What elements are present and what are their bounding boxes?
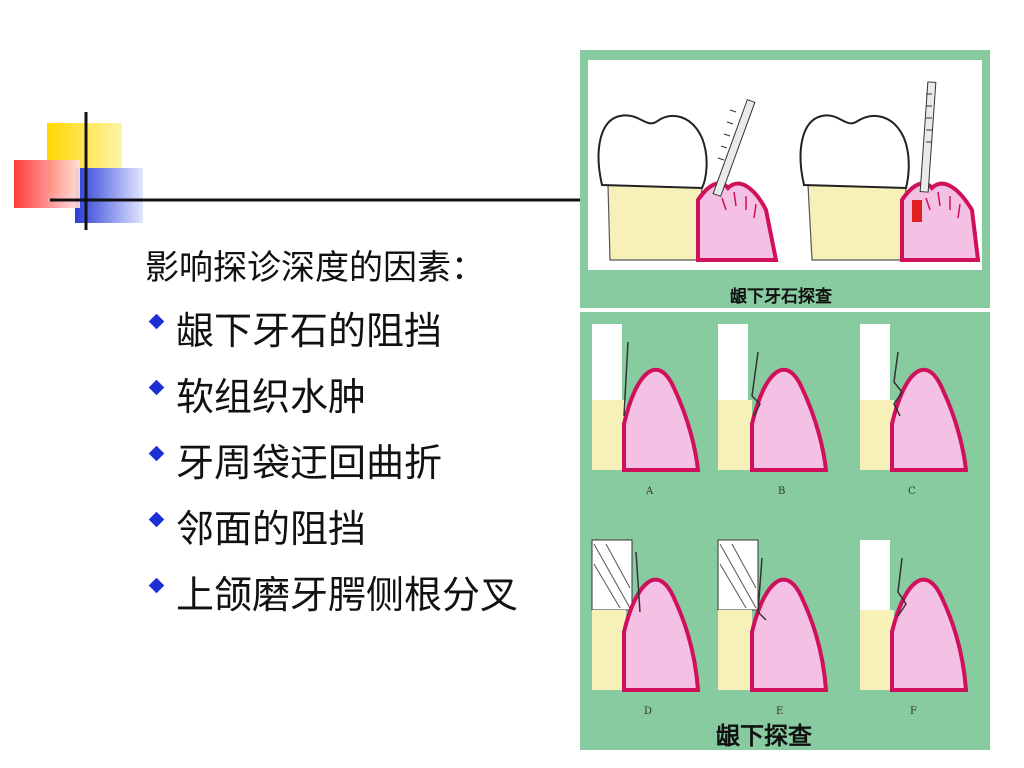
diamond-bullet-icon xyxy=(148,379,165,396)
diamond-bullet-icon xyxy=(148,313,165,330)
diagram-letter: D xyxy=(644,706,653,717)
diagram-f xyxy=(860,540,969,692)
diagram-e xyxy=(717,539,829,692)
diagram-b xyxy=(718,324,829,472)
diagram-letter: F xyxy=(910,706,917,717)
probing-diagrams-illustration xyxy=(591,324,969,692)
diagram-letter: A xyxy=(646,486,654,497)
diagram-c xyxy=(860,324,969,472)
bottom-figure-caption: 龈下探查 xyxy=(716,721,812,750)
diagram-d xyxy=(591,539,701,692)
subgingival-probing-figure: A B C D E F 龈下探查 xyxy=(580,312,990,750)
diamond-bullet-icon xyxy=(148,445,165,462)
tooth-probe-illustration xyxy=(588,60,982,270)
diagram-a xyxy=(592,324,701,472)
diamond-bullet-icon xyxy=(148,577,165,594)
bullet-item: 牙周袋迂回曲折 xyxy=(145,432,518,498)
bullet-item: 上颌磨牙腭侧根分叉 xyxy=(145,564,518,630)
top-figure-caption: 龈下牙石探查 xyxy=(730,287,832,307)
diagram-letter: E xyxy=(776,706,784,717)
diagram-letter: B xyxy=(778,486,786,497)
subgingival-calculus-figure: 龈下牙石探查 xyxy=(580,50,990,308)
diagram-letter: C xyxy=(908,486,916,497)
bullet-item: 龈下牙石的阻挡 xyxy=(145,300,518,366)
slide-title: 影响探诊深度的因素： xyxy=(145,248,485,288)
diamond-bullet-icon xyxy=(148,511,165,528)
bullet-item: 软组织水肿 xyxy=(145,366,518,432)
bullet-list: 龈下牙石的阻挡 软组织水肿 牙周袋迂回曲折 邻面的阻挡 上颌磨牙腭侧根分叉 xyxy=(145,300,518,630)
bullet-item: 邻面的阻挡 xyxy=(145,498,518,564)
